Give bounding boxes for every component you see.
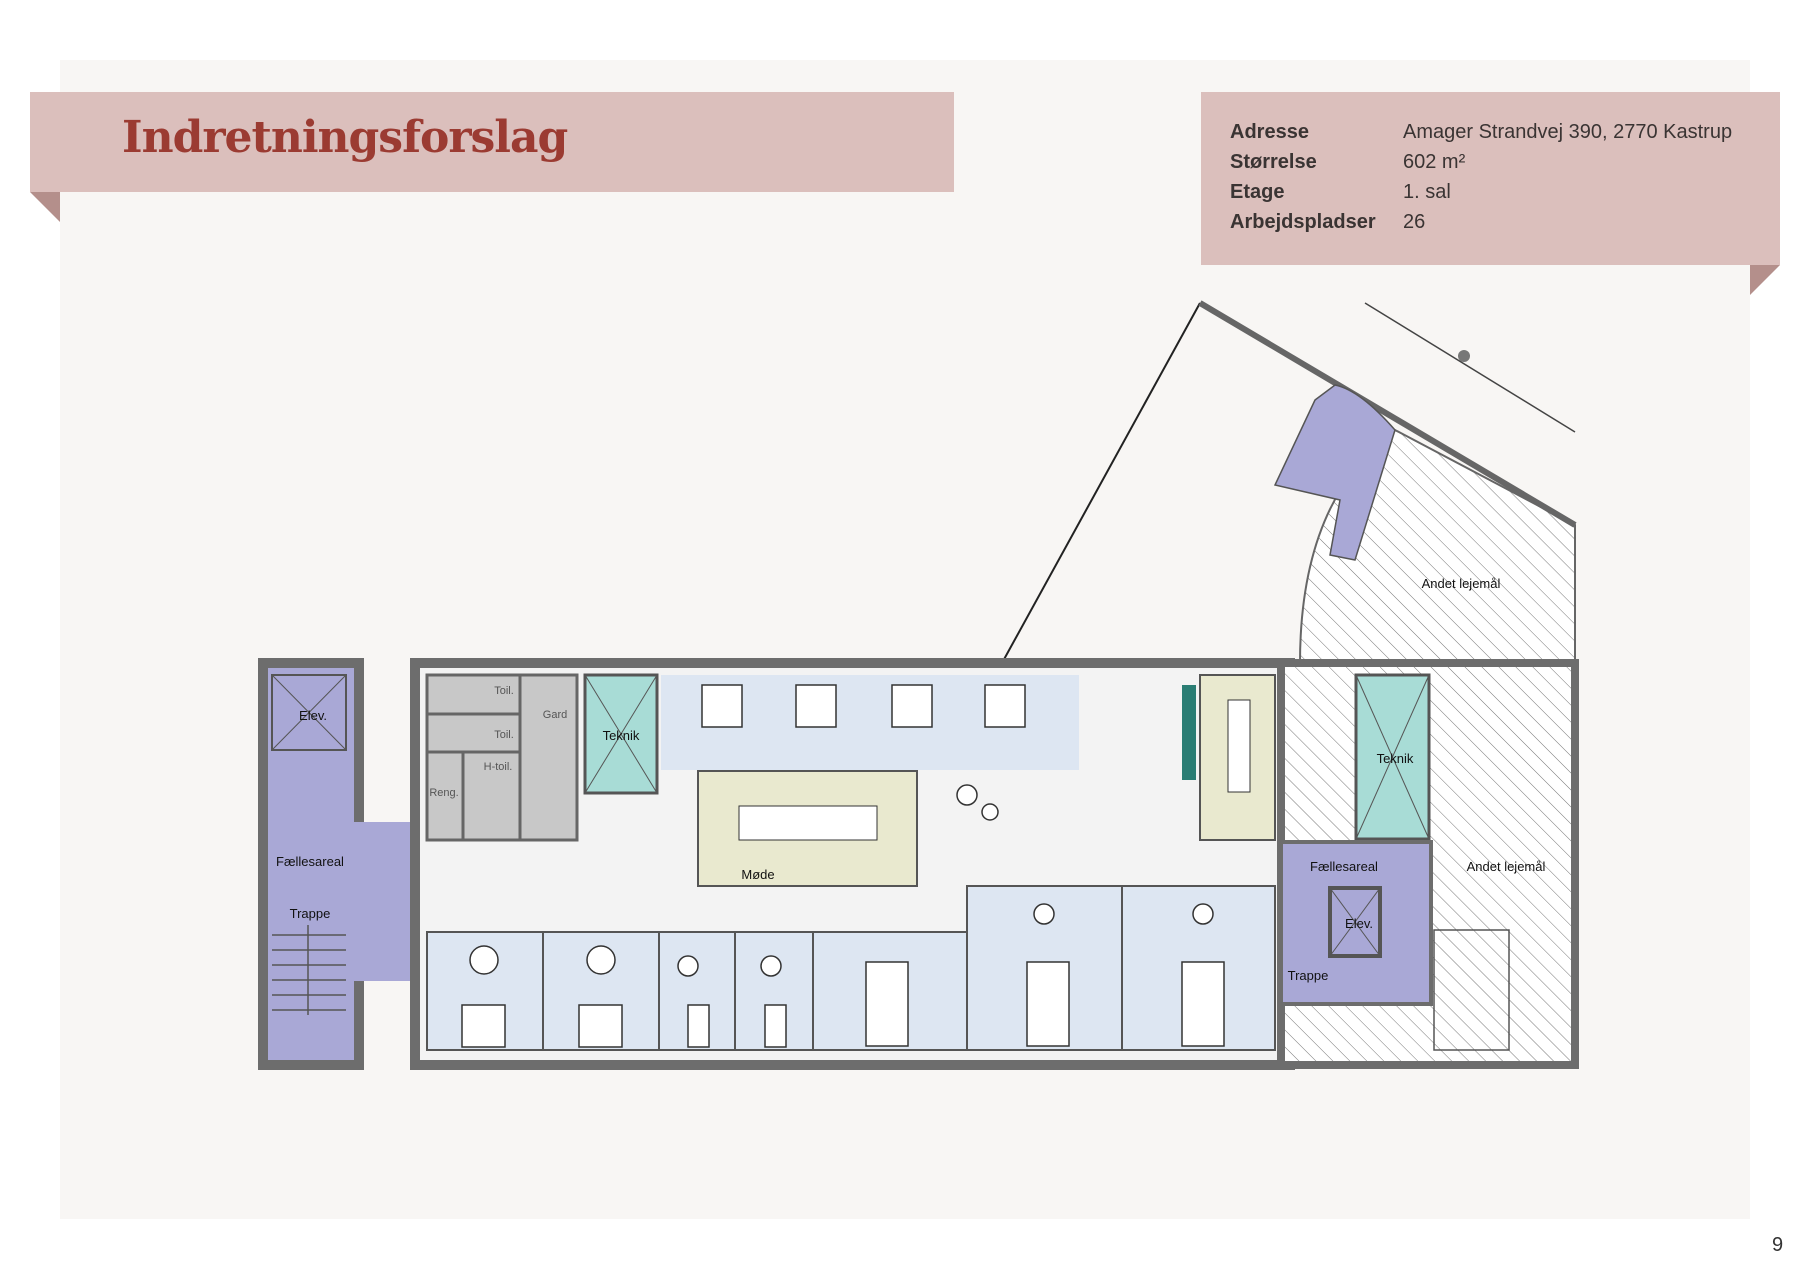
info-row-workstations: Arbejdspladser 26: [1230, 211, 1425, 234]
kitchen-counter: [1182, 685, 1196, 780]
label-right-elevator: Elev.: [1345, 916, 1373, 931]
info-label: Størrelse: [1230, 151, 1317, 173]
label-meeting: Møde: [741, 867, 774, 882]
label-toilet-1: Toil.: [494, 685, 514, 697]
info-label: Etage: [1230, 181, 1285, 203]
label-right-common: Fællesareal: [1310, 859, 1378, 874]
label-other-tenant-1: Andet lejemål: [1422, 576, 1501, 591]
info-value: 26: [1403, 211, 1426, 233]
left-common-extension: [346, 822, 421, 981]
wet-rooms: [425, 673, 579, 842]
elevator-cross: [271, 674, 347, 751]
info-row-size: Størrelse 602 m²: [1230, 151, 1465, 174]
page-title: Indretningsforslag: [122, 112, 568, 163]
property-info-box: [1201, 92, 1780, 265]
label-technical-left: Teknik: [603, 728, 640, 743]
label-technical-right: Teknik: [1377, 751, 1414, 766]
column-icon: [1458, 350, 1470, 362]
facade-line: [1364, 302, 1576, 433]
label-wardrobe: Gard: [543, 709, 567, 721]
title-banner: [30, 92, 954, 192]
label-left-elevator: Elev.: [299, 708, 327, 723]
info-label: Arbejdspladser: [1230, 211, 1376, 233]
label-right-stairs: Trappe: [1288, 968, 1329, 983]
info-row-floor: Etage 1. sal: [1230, 181, 1451, 204]
page-number: 9: [1772, 1234, 1784, 1256]
desks: [461, 684, 1225, 1048]
spiral-stair: [1273, 384, 1396, 561]
label-accessible-toilet: H-toil.: [484, 761, 513, 773]
label-toilet-2: Toil.: [494, 729, 514, 741]
label-left-common: Fællesareal: [276, 854, 344, 869]
left-stairs: [272, 925, 346, 1015]
exterior-wall-diagonal: [1001, 302, 1201, 664]
label-left-stairs: Trappe: [290, 906, 331, 921]
right-toilets: [1433, 929, 1510, 1051]
exterior-wall-top: [1198, 300, 1577, 528]
info-value: 1. sal: [1403, 181, 1451, 203]
info-label: Adresse: [1230, 121, 1309, 143]
kitchen-table: [1227, 699, 1251, 793]
label-other-tenant-2: Andet lejemål: [1467, 859, 1546, 874]
info-box-fold: [1750, 265, 1780, 295]
info-row-address: Adresse Amager Strandvej 390, 2770 Kastru…: [1230, 121, 1732, 144]
label-cleaning: Reng.: [429, 787, 458, 799]
title-banner-fold: [30, 192, 60, 222]
info-value: 602 m²: [1403, 151, 1466, 173]
info-value: Amager Strandvej 390, 2770 Kastrup: [1403, 121, 1733, 143]
round-tables: [469, 784, 1214, 977]
conference-table: [738, 805, 878, 841]
